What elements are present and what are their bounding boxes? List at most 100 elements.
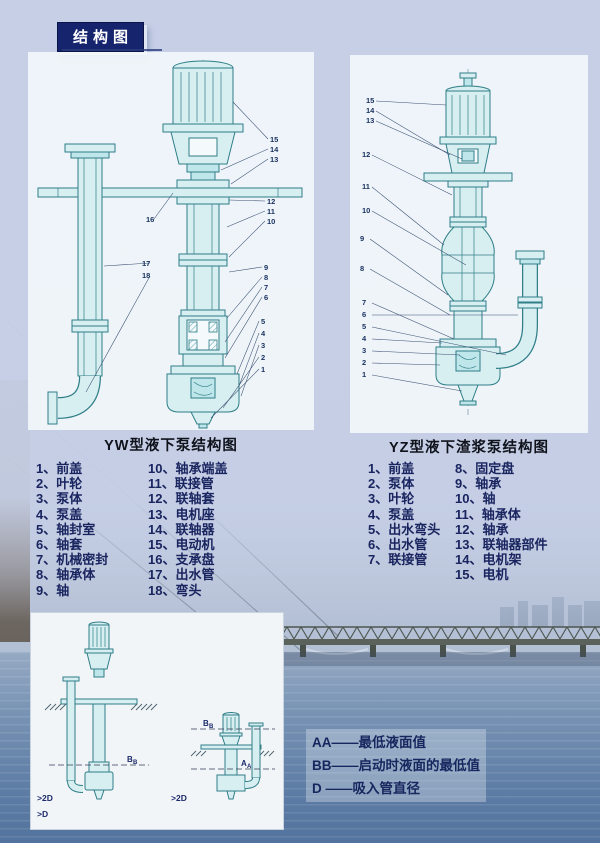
legend-item-d: D ——吸入管直径 xyxy=(312,781,420,796)
callout-number: 18 xyxy=(142,271,150,280)
part-item: 1、前盖 xyxy=(36,461,83,476)
yw-pump-diagram: 15 14 13 12 11 10 9 8 7 6 5 4 3 2 1 16 1… xyxy=(37,60,303,429)
section-label-sub: B xyxy=(133,760,138,766)
callout-number: 8 xyxy=(264,273,268,282)
callout-number: 12 xyxy=(267,197,275,206)
part-item: 2、叶轮 xyxy=(36,476,83,492)
part-item: 3、泵体 xyxy=(36,491,83,507)
part-item: 15、电机 xyxy=(455,567,509,583)
part-item: 16、支承盘 xyxy=(148,552,215,568)
part-item: 12、联轴套 xyxy=(148,491,215,507)
part-item: 8、固定盘 xyxy=(455,461,515,476)
callout-number: 14 xyxy=(366,106,375,115)
callout-number: 10 xyxy=(362,206,370,215)
part-item: 1、前盖 xyxy=(368,461,415,476)
yz-column xyxy=(447,180,489,228)
part-item: 4、泵盖 xyxy=(368,506,415,522)
dimension-label: >2D xyxy=(37,793,53,803)
callout-number: 9 xyxy=(264,263,268,272)
yz-parts-list: 1、前盖 2、泵体 3、叶轮 4、泵盖 5、出水弯头 6、出水管 7、联接管 8… xyxy=(368,461,547,583)
yw-seal-chamber xyxy=(182,353,224,367)
yw-elbow-flange xyxy=(47,391,58,425)
part-item: 12、轴承 xyxy=(455,521,509,537)
section-label: B xyxy=(127,755,133,764)
callout-number: 11 xyxy=(362,182,370,191)
part-item: 11、联接管 xyxy=(148,476,214,492)
part-item: 14、联轴器 xyxy=(148,521,215,537)
part-item: 11、轴承体 xyxy=(455,506,521,522)
callout-number: 13 xyxy=(270,155,278,164)
part-item: 6、出水管 xyxy=(368,536,428,552)
yz-discharge-pipe xyxy=(495,250,545,369)
yz-pump-casing xyxy=(435,338,501,406)
badge-underline xyxy=(62,49,162,51)
callout-number: 5 xyxy=(261,317,265,326)
part-item: 2、泵体 xyxy=(368,476,415,492)
yz-motor-bracket xyxy=(445,143,491,174)
callout-number: 17 xyxy=(142,259,150,268)
section-label: B xyxy=(203,719,209,728)
part-item: 9、轴 xyxy=(36,582,70,598)
part-item: 17、出水管 xyxy=(148,567,215,583)
part-item: 4、泵盖 xyxy=(36,506,83,522)
callout-number: 11 xyxy=(267,207,275,216)
installation-diagram: B B >2D >D xyxy=(37,621,275,819)
yz-parts-col2: 8、固定盘 9、轴承 10、轴 11、轴承体 12、轴承 13、联轴器部件 14… xyxy=(455,461,547,583)
dimension-label: >2D xyxy=(171,793,187,803)
callout-number: 7 xyxy=(362,298,366,307)
yz-caption: YZ型液下渣浆泵结构图 xyxy=(388,440,550,456)
yw-discharge-pipe xyxy=(47,143,116,425)
callout-number: 4 xyxy=(362,334,367,343)
callout-number: 16 xyxy=(146,215,154,224)
part-item: 13、联轴器部件 xyxy=(455,536,548,552)
callout-number: 6 xyxy=(362,310,366,319)
installation-right-sketch: B B A A >2D xyxy=(171,712,275,803)
callout-number: 14 xyxy=(270,145,279,154)
section-badge: 结构图 xyxy=(57,22,145,52)
section-label-sub: A xyxy=(247,764,252,770)
legend-item-bb: BB——启动时液面的最低值 xyxy=(312,758,480,773)
yw-parts-list: 1、前盖 2、叶轮 3、泵体 4、泵盖 5、轴封室 6、轴套 7、机械密封 8、… xyxy=(36,461,227,598)
section-label: A xyxy=(241,759,247,768)
yw-parts-col2: 10、轴承端盖 11、联接管 12、联轴套 13、电机座 14、联轴器 15、电… xyxy=(148,461,227,598)
yz-parts-col1: 1、前盖 2、泵体 3、叶轮 4、泵盖 5、出水弯头 6、出水管 7、联接管 xyxy=(368,461,455,583)
callout-number: 6 xyxy=(264,293,268,302)
callout-number: 10 xyxy=(267,217,275,226)
legend-item-aa: AA——最低液面值 xyxy=(312,735,426,750)
installation-left-sketch: B B >2D >D xyxy=(37,621,158,819)
yz-motor xyxy=(439,72,497,145)
yw-motor xyxy=(162,60,244,133)
part-item: 13、电机座 xyxy=(148,506,215,522)
callout-number: 7 xyxy=(264,283,268,292)
callout-number: 13 xyxy=(366,116,374,125)
part-item: 7、联接管 xyxy=(368,552,428,568)
legend: AA——最低液面值 BB——启动时液面的最低值 D ——吸入管直径 xyxy=(306,729,486,802)
part-item: 18、弯头 xyxy=(148,582,202,598)
callout-number: 9 xyxy=(360,234,364,243)
leader-lines xyxy=(85,101,269,419)
callout-number: 2 xyxy=(261,353,265,362)
callout-number: 1 xyxy=(362,370,366,379)
section-label-sub: B xyxy=(209,724,214,730)
leader-lines xyxy=(369,100,518,392)
callout-number: 15 xyxy=(366,96,374,105)
yw-parts-col1: 1、前盖 2、叶轮 3、泵体 4、泵盖 5、轴封室 6、轴套 7、机械密封 8、… xyxy=(36,461,148,598)
callout-number: 12 xyxy=(362,150,370,159)
callout-number: 3 xyxy=(261,341,265,350)
part-item: 5、出水弯头 xyxy=(368,521,441,537)
part-item: 14、电机架 xyxy=(455,552,522,568)
bridge-reflection xyxy=(278,652,600,666)
callout-number: 4 xyxy=(261,329,266,338)
part-item: 9、轴承 xyxy=(455,476,502,492)
yw-connecting-column xyxy=(176,196,230,317)
yw-bearing-housing xyxy=(178,315,228,355)
callout-number: 3 xyxy=(362,346,366,355)
part-item: 3、叶轮 xyxy=(368,491,415,507)
yz-fixing-plate xyxy=(423,172,513,182)
part-item: 8、轴承体 xyxy=(36,567,96,583)
part-item: 5、轴封室 xyxy=(36,521,96,537)
dimension-label: >D xyxy=(37,809,48,819)
yw-motor-stand xyxy=(170,131,236,189)
installation-diagram-panel: B B >2D >D xyxy=(30,612,284,830)
